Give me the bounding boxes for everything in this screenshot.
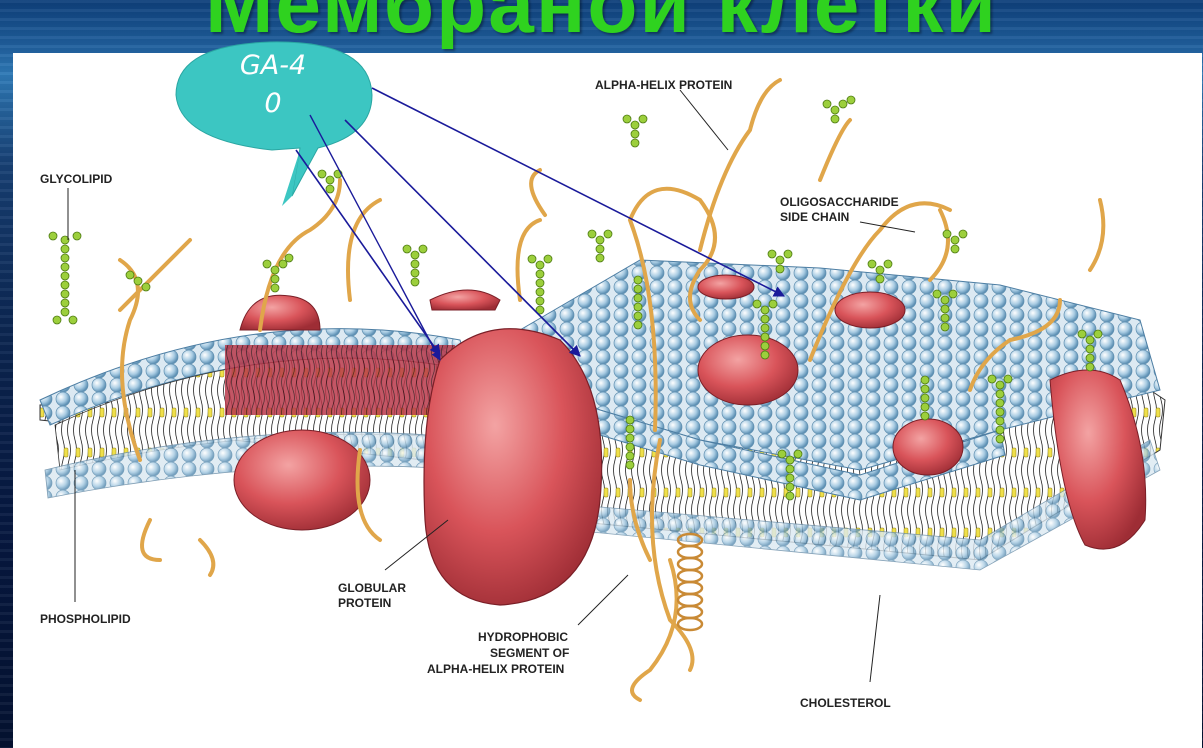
- protein-surface-1: [698, 335, 798, 405]
- bubble-line-1: GA-4: [178, 47, 368, 85]
- bubble-label: GA-4 0: [178, 47, 368, 123]
- label-alpha-helix-protein-2: ALPHA-HELIX PROTEIN: [427, 662, 564, 676]
- protein-interior: [225, 345, 455, 415]
- protein-surface-2: [893, 419, 963, 475]
- label-globular: GLOBULAR: [338, 581, 406, 595]
- protein-top-mid: [430, 290, 500, 310]
- protein-surface-3: [835, 292, 905, 328]
- label-protein: PROTEIN: [338, 596, 391, 610]
- label-hydrophobic: HYDROPHOBIC: [478, 630, 568, 644]
- label-glycolipid: GLYCOLIPID: [40, 172, 113, 186]
- label-segment-of: SEGMENT OF: [490, 646, 569, 660]
- label-alpha-helix-protein: ALPHA-HELIX PROTEIN: [595, 78, 732, 92]
- protein-bottom-left: [234, 430, 370, 530]
- protein-top-left: [240, 295, 320, 330]
- label-phospholipid: PHOSPHOLIPID: [40, 612, 131, 626]
- label-cholesterol: CHOLESTEROL: [800, 696, 891, 710]
- alpha-helix-coil: [678, 534, 702, 630]
- label-side-chain: SIDE CHAIN: [780, 210, 849, 224]
- label-oligosaccharide: OLIGOSACCHARIDE: [780, 195, 899, 209]
- protein-surface-4: [698, 275, 754, 299]
- globular-protein-large: [424, 329, 602, 605]
- bubble-line-2: 0: [178, 85, 368, 123]
